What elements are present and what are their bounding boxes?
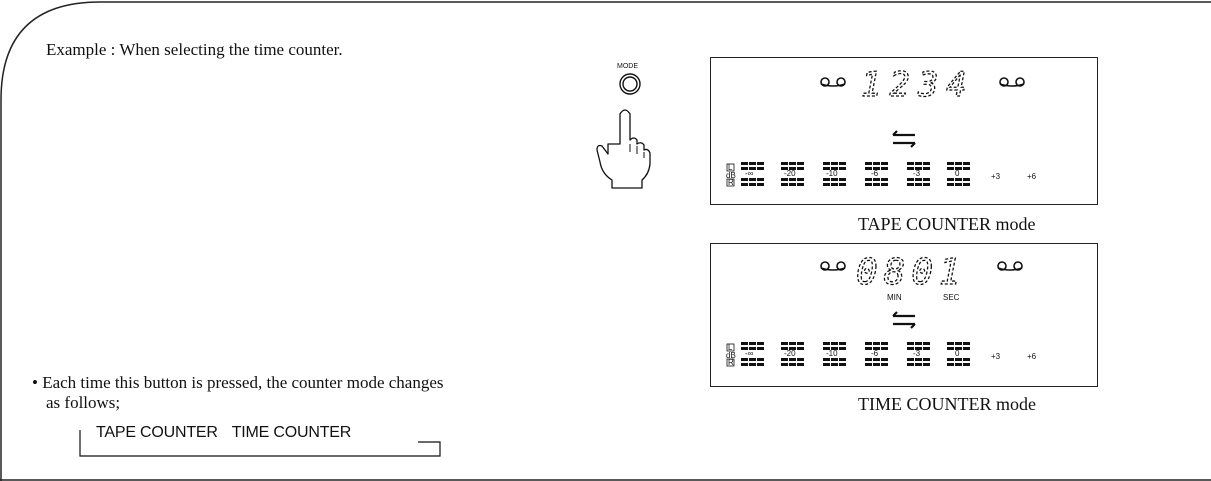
meter-label: 0 bbox=[955, 169, 960, 178]
meter-label: +3 bbox=[991, 352, 1001, 361]
instruction-line-1: • Each time this button is pressed, the … bbox=[32, 373, 444, 392]
direction-arrows-icon bbox=[892, 130, 916, 148]
cycle-item-tape-counter: TAPE COUNTER bbox=[96, 424, 218, 441]
channel-indicator: L dB R bbox=[726, 343, 736, 367]
channel-label-r: R bbox=[728, 178, 734, 187]
level-meter bbox=[741, 162, 970, 186]
time-counter-display: 0801 MIN SEC L dB R -∞ -20 -10 -6 bbox=[710, 243, 1098, 387]
mode-cycle-label: TAPE COUNTER TIME COUNTER bbox=[96, 424, 361, 442]
channel-label-db: dB bbox=[726, 171, 736, 180]
channel-indicator: L dB R bbox=[726, 163, 736, 187]
meter-label: -6 bbox=[871, 349, 879, 358]
time-counter-caption: TIME COUNTER mode bbox=[858, 394, 1036, 414]
meter-label: -∞ bbox=[745, 349, 754, 358]
meter-label: +6 bbox=[1027, 352, 1037, 361]
meter-label: -3 bbox=[913, 169, 921, 178]
meter-label: 0 bbox=[955, 349, 960, 358]
meter-label: -10 bbox=[826, 169, 838, 178]
cycle-item-time-counter: TIME COUNTER bbox=[231, 424, 352, 441]
tape-counter-caption: TAPE COUNTER mode bbox=[858, 214, 1036, 234]
counter-digits: 1234 bbox=[861, 65, 975, 105]
meter-label: -20 bbox=[784, 169, 796, 178]
mode-button-label: MODE bbox=[617, 63, 638, 70]
meter-label: -20 bbox=[784, 349, 796, 358]
tape-counter-display: 1234 L dB R -∞ -20 -10 -6 bbox=[710, 57, 1098, 205]
example-caption: Example : When selecting the time counte… bbox=[46, 40, 343, 59]
instruction-line-2: as follows; bbox=[46, 393, 121, 412]
reel-icon bbox=[997, 261, 1023, 271]
meter-label: +3 bbox=[991, 172, 1001, 181]
meter-label: -∞ bbox=[745, 169, 754, 178]
sec-label: SEC bbox=[943, 293, 960, 302]
channel-label-db: dB bbox=[726, 351, 736, 360]
pressing-finger-icon bbox=[596, 109, 651, 189]
mode-button[interactable] bbox=[618, 72, 642, 96]
reel-icon bbox=[999, 77, 1025, 87]
channel-label-l: L bbox=[728, 343, 733, 352]
direction-arrows-icon bbox=[892, 311, 916, 329]
channel-label-l: L bbox=[728, 163, 733, 172]
meter-label: -10 bbox=[826, 349, 838, 358]
counter-digits: 0801 bbox=[856, 252, 967, 293]
meter-label: +6 bbox=[1027, 172, 1037, 181]
meter-label: -6 bbox=[871, 169, 879, 178]
mode-cycle-bracket bbox=[79, 430, 441, 457]
min-label: MIN bbox=[887, 293, 902, 302]
reel-icon bbox=[820, 261, 846, 271]
level-meter bbox=[741, 342, 970, 366]
channel-label-r: R bbox=[728, 358, 734, 367]
reel-icon bbox=[820, 77, 846, 87]
meter-label: -3 bbox=[913, 349, 921, 358]
